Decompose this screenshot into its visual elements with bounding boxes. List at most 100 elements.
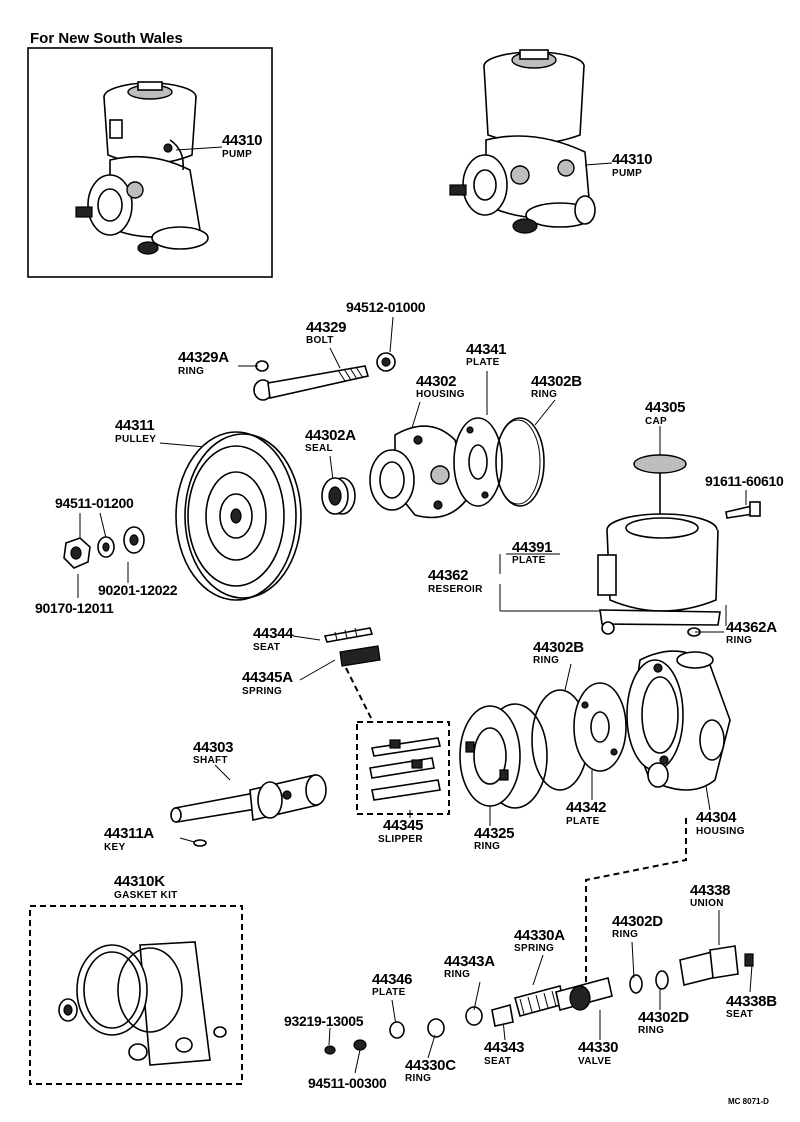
pump-main-drawing xyxy=(449,49,596,234)
cap-number: 44305 xyxy=(645,399,686,416)
valve-name: VALVE xyxy=(578,1056,612,1067)
ring-44362a-number: 44362A xyxy=(726,619,777,636)
plate-44341-number: 44341 xyxy=(466,341,507,358)
housing-44302-number: 44302 xyxy=(416,373,457,390)
washer-90201-drawing xyxy=(123,526,145,554)
seat-44338b-name: SEAT xyxy=(726,1009,754,1020)
ring-44302b-top-name: RING xyxy=(531,389,558,400)
plate-44342-name: PLATE xyxy=(566,816,600,827)
ring-44302d-bot-number: 44302D xyxy=(638,1009,689,1026)
ring-44325-number: 44325 xyxy=(474,825,515,842)
part-94511-00300-number: 94511-00300 xyxy=(308,1075,387,1091)
pump-main-name: PUMP xyxy=(612,168,643,179)
seat-44344-number: 44344 xyxy=(253,625,294,642)
inset-frame xyxy=(27,47,273,278)
housing-44304-drawing xyxy=(626,650,731,791)
valve-number: 44330 xyxy=(578,1039,619,1056)
seat-44338b-number: 44338B xyxy=(726,993,777,1010)
part-90170-number: 90170-12011 xyxy=(35,600,114,616)
plate-44346-drawing xyxy=(389,1021,405,1039)
ring-44302d-top-number: 44302D xyxy=(612,913,663,930)
shaft-number: 44303 xyxy=(193,739,234,756)
gasket-kit-box xyxy=(29,905,243,1085)
ring-44330c-drawing xyxy=(427,1018,445,1038)
ring-44343a-drawing xyxy=(465,1006,483,1026)
ring-44302d-top-name: RING xyxy=(612,929,639,940)
inset-title: For New South Wales xyxy=(30,30,183,47)
washer-94511-01200-drawing xyxy=(97,536,115,558)
ring-44302b-mid-number: 44302B xyxy=(533,639,584,656)
spring-44330a-number: 44330A xyxy=(514,927,565,944)
housing-44304-number: 44304 xyxy=(696,809,737,826)
ring-44325-name: RING xyxy=(474,841,501,852)
bolt-number: 44329 xyxy=(306,319,347,336)
shaft-name: SHAFT xyxy=(193,755,228,766)
ring-44302d-bot-name: RING xyxy=(638,1025,665,1036)
spring-44345a-number: 44345A xyxy=(242,669,293,686)
spring-44345a-name: SPRING xyxy=(242,686,283,697)
housing-44302-name: HOUSING xyxy=(416,389,465,400)
ring-44362a-drawing xyxy=(687,627,701,637)
nut-94512-drawing xyxy=(376,352,396,372)
slipper-name: SLIPPER xyxy=(378,834,423,845)
part-94512-number: 94512-01000 xyxy=(346,299,426,315)
ring-44362a-name: RING xyxy=(726,635,753,646)
ring-44343a-number: 44343A xyxy=(444,953,495,970)
seat-44344-name: SEAT xyxy=(253,642,281,653)
drawing-code: MC 8071-D xyxy=(728,1097,769,1106)
shaft-drawing xyxy=(170,774,327,823)
ring-44329a-number: 44329A xyxy=(178,349,229,366)
ring-44329a-drawing xyxy=(255,360,269,372)
union-number: 44338 xyxy=(690,882,731,899)
ring-44330c-number: 44330C xyxy=(405,1057,456,1074)
plate-44342-drawing xyxy=(573,682,627,772)
pulley-name: PULLEY xyxy=(115,434,157,445)
key-number: 44311A xyxy=(104,825,154,842)
seal-44302a-drawing xyxy=(321,477,356,515)
pump-inset-name: PUMP xyxy=(222,149,253,160)
reservoir-name: RESEROIR xyxy=(428,584,483,595)
part-90201-number: 90201-12022 xyxy=(98,582,178,598)
plate-44346-number: 44346 xyxy=(372,971,413,988)
ring-44329a-name: RING xyxy=(178,366,205,377)
pulley-number: 44311 xyxy=(115,417,155,434)
gasket-kit-number: 44310K xyxy=(114,873,165,890)
plate-44341-name: PLATE xyxy=(466,357,500,368)
valve-stack-drawing xyxy=(324,945,754,1055)
part-91611-number: 91611-60610 xyxy=(705,473,784,489)
slipper-box xyxy=(356,721,450,815)
reservoir-drawing xyxy=(597,454,721,635)
pump-main-number: 44310 xyxy=(612,151,653,168)
ring-44343a-name: RING xyxy=(444,969,471,980)
spring-44330a-name: SPRING xyxy=(514,943,555,954)
seal-44302a-name: SEAL xyxy=(305,443,333,454)
nut-90170-drawing xyxy=(63,537,91,569)
union-name: UNION xyxy=(690,898,724,909)
plate-44342-number: 44342 xyxy=(566,799,607,816)
plate-44391-number: 44391 xyxy=(512,539,553,556)
spring-44345a-drawing xyxy=(339,645,381,667)
pulley-drawing xyxy=(175,431,302,601)
seat-44344-drawing xyxy=(323,627,374,643)
union-guide-line xyxy=(585,818,687,985)
key-drawing xyxy=(193,839,207,847)
ring-44302b-top-number: 44302B xyxy=(531,373,582,390)
seat-44343-number: 44343 xyxy=(484,1039,525,1056)
bolt-name: BOLT xyxy=(306,335,334,346)
bolt-44329-drawing xyxy=(253,365,370,401)
seat-44343-name: SEAT xyxy=(484,1056,512,1067)
pump-inset-number: 44310 xyxy=(222,132,263,149)
slipper-drawing xyxy=(369,737,441,801)
plate-44341-drawing xyxy=(453,417,503,507)
housing-44304-name: HOUSING xyxy=(696,826,745,837)
ring-44330c-name: RING xyxy=(405,1073,432,1084)
part-93219-number: 93219-13005 xyxy=(284,1013,364,1029)
gasket-kit-drawing xyxy=(58,941,227,1066)
gasket-kit-name: GASKET KIT xyxy=(114,890,178,901)
plate-44391-name: PLATE xyxy=(512,555,546,566)
cam-ring-44325-drawing xyxy=(459,703,548,809)
key-name: KEY xyxy=(104,842,126,853)
pump-inset-drawing xyxy=(75,81,209,255)
seal-44302a-number: 44302A xyxy=(305,427,356,444)
